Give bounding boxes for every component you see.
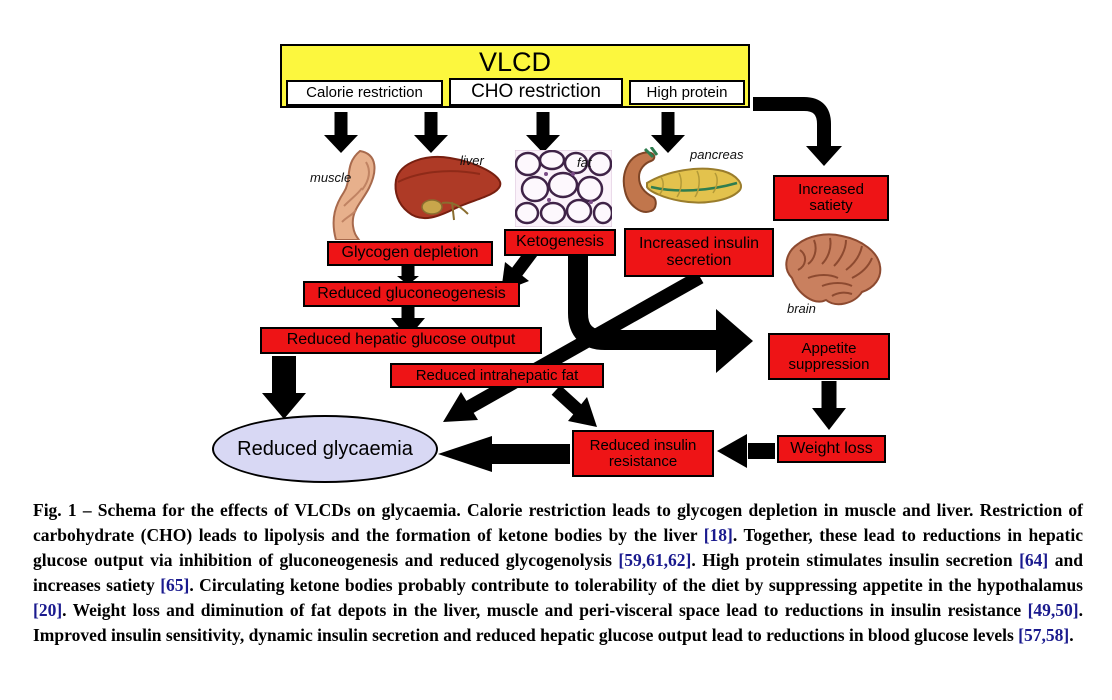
brain-label: brain (787, 301, 816, 316)
pancreas-image (622, 147, 742, 213)
pancreas-label: pancreas (690, 147, 744, 162)
caption-text: . Together, these lead to reductions in … (33, 525, 1083, 570)
caption-text: and increases satiety (33, 550, 1083, 595)
arrow-weight-loss-to-insulin-resistance (717, 434, 775, 468)
citation-ref[interactable]: [57,58] (1018, 625, 1070, 645)
arrow-protein-to-satiety (753, 97, 842, 166)
brain-image (785, 233, 882, 306)
reduced-gluconeogenesis-box: Reduced gluconeogenesis (303, 281, 520, 307)
arrow-cho-to-fat (526, 112, 560, 153)
citation-ref[interactable]: [64] (1019, 550, 1049, 570)
increased-insulin-secretion-box: Increased insulin secretion (624, 228, 774, 277)
muscle-image (332, 149, 376, 240)
citation-ref[interactable]: [20] (33, 600, 63, 620)
fat-label: fat (577, 155, 592, 170)
arrow-calorie-to-liver (414, 112, 448, 153)
high-protein-box: High protein (629, 80, 745, 105)
appetite-suppression-box: Appetite suppression (768, 333, 890, 380)
reduced-insulin-resistance-box: Reduced insulin resistance (572, 430, 714, 477)
glycogen-depletion-box: Glycogen depletion (327, 241, 493, 266)
caption-text: . Circulating ketone bodies probably con… (189, 575, 1083, 595)
citation-ref[interactable]: [59,61,62] (618, 550, 692, 570)
caption-text: . (1069, 625, 1074, 645)
arrow-insulin-resistance-to-glycaemia (438, 436, 570, 472)
citation-ref[interactable]: [49,50] (1027, 600, 1079, 620)
vlcd-label: VLCD (478, 47, 552, 77)
arrow-hepatic-output-to-glycaemia (262, 356, 306, 419)
cho-restriction-box: CHO restriction (449, 78, 623, 106)
caption-text: . High protein stimulates insulin secret… (691, 550, 1020, 570)
caption-text: Fig. 1 – Schema for the effects of VLCDs… (33, 500, 1083, 545)
caption-text: . Weight loss and diminution of fat depo… (62, 600, 1028, 620)
citation-ref[interactable]: [65] (160, 575, 190, 595)
weight-loss-box: Weight loss (777, 435, 886, 463)
increased-satiety-box: Increased satiety (773, 175, 889, 221)
calorie-restriction-box: Calorie restriction (286, 80, 443, 106)
reduced-intrahepatic-fat-box: Reduced intrahepatic fat (390, 363, 604, 388)
reduced-glycaemia-ellipse: Reduced glycaemia (212, 415, 438, 483)
fat-image (515, 150, 612, 227)
muscle-label: muscle (310, 170, 352, 185)
liver-label: liver (460, 153, 484, 168)
figure-caption: Fig. 1 – Schema for the effects of VLCDs… (33, 498, 1083, 648)
arrow-calorie-to-muscle (324, 112, 358, 153)
caption-text: . Improved insulin sensitivity, dynamic … (33, 600, 1083, 645)
citation-ref[interactable]: [18] (703, 525, 733, 545)
arrow-ketogenesis-to-appetite-suppression (568, 250, 753, 373)
arrow-appetite-to-weight-loss (812, 381, 846, 430)
liver-image (394, 156, 502, 221)
ketogenesis-box: Ketogenesis (504, 229, 616, 256)
arrow-intrahepatic-fat-to-insulin-resistance (551, 385, 597, 427)
flowchart-arrows (262, 97, 846, 472)
reduced-hepatic-glucose-output-box: Reduced hepatic glucose output (260, 327, 542, 354)
arrow-protein-to-pancreas (651, 112, 685, 153)
